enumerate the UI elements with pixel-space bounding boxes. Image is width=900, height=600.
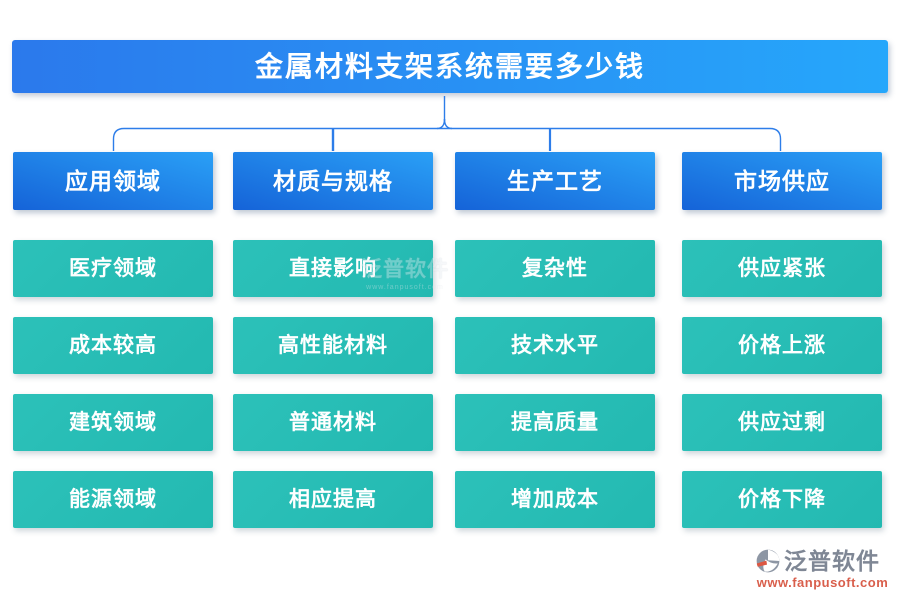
footer-url-link[interactable]: www.fanpusoft.com [756, 575, 889, 590]
fanpu-logo-icon [756, 549, 780, 573]
branch-4-item-2: 价格上涨 [682, 317, 882, 374]
branch-2-header: 材质与规格 [233, 152, 433, 210]
branch-1-item-3: 建筑领域 [13, 394, 213, 451]
branch-4-header: 市场供应 [682, 152, 882, 210]
branch-3-item-1: 复杂性 [455, 240, 655, 297]
fanpu-footer-logo[interactable]: 泛普软件 www.fanpusoft.com [755, 548, 890, 590]
branch-4-item-1: 供应紧张 [682, 240, 882, 297]
branch-3-item-4: 增加成本 [455, 471, 655, 528]
branch-2-item-1: 直接影响 [233, 240, 433, 297]
branch-1-item-4: 能源领域 [13, 471, 213, 528]
branch-1-item-1: 医疗领域 [13, 240, 213, 297]
branch-4-item-4: 价格下降 [682, 471, 882, 528]
branch-2-item-3: 普通材料 [233, 394, 433, 451]
branch-4-item-3: 供应过剩 [682, 394, 882, 451]
branch-3-item-3: 提高质量 [455, 394, 655, 451]
branch-1-item-2: 成本较高 [13, 317, 213, 374]
branch-1-header: 应用领域 [13, 152, 213, 210]
diagram-title: 金属材料支架系统需要多少钱 [12, 40, 888, 93]
branch-3-item-2: 技术水平 [455, 317, 655, 374]
branch-2-item-2: 高性能材料 [233, 317, 433, 374]
branch-2-item-4: 相应提高 [233, 471, 433, 528]
footer-brand-text: 泛普软件 [784, 548, 880, 574]
branch-3-header: 生产工艺 [455, 152, 655, 210]
